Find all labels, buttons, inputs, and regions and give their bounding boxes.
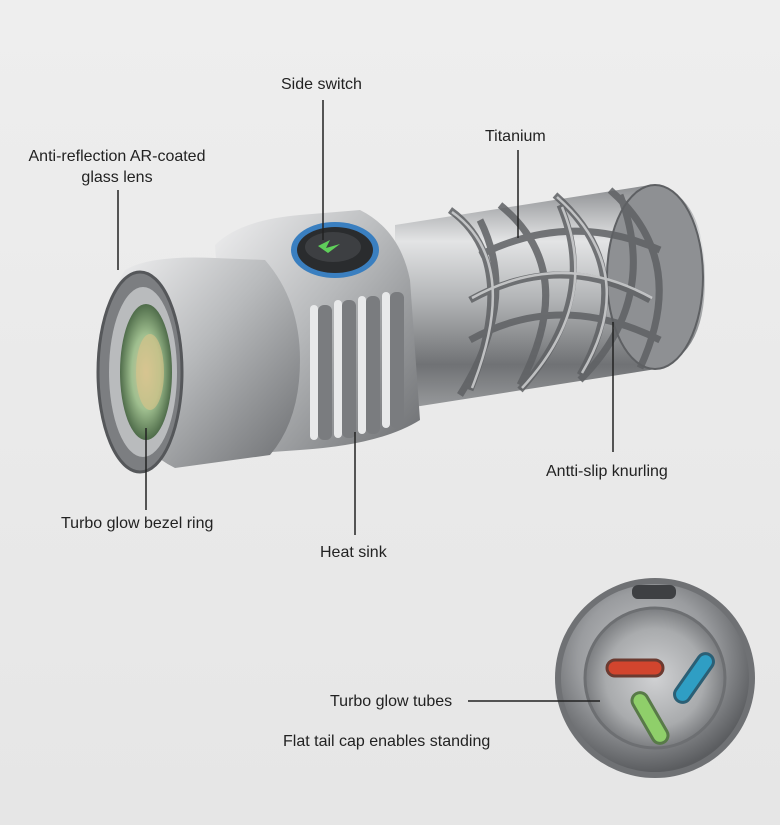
label-titanium: Titanium xyxy=(485,128,546,145)
label-glow-tubes: Turbo glow tubes xyxy=(330,693,453,710)
label-tail-cap: Flat tail cap enables standing xyxy=(283,733,491,750)
label-side-switch: Side switch xyxy=(281,76,362,93)
red-glow-tube-icon xyxy=(605,658,665,678)
label-lens: Anti-reflection AR-coated glass lens xyxy=(17,146,217,188)
blue-glow-tube-icon xyxy=(673,652,715,704)
label-bezel-ring: Turbo glow bezel ring xyxy=(61,515,214,532)
side-switch-icon xyxy=(291,222,379,278)
label-lens-line1: Anti-reflection AR-coated xyxy=(28,148,206,165)
tail-cap-icon xyxy=(555,578,755,778)
label-lens-line2: glass lens xyxy=(81,169,153,186)
flashlight-body-icon xyxy=(96,184,705,474)
label-knurling: Antti-slip knurling xyxy=(546,463,668,480)
leader-lines xyxy=(117,100,614,702)
green-glow-tube-icon xyxy=(630,691,670,745)
label-heat-sink: Heat sink xyxy=(320,544,387,561)
